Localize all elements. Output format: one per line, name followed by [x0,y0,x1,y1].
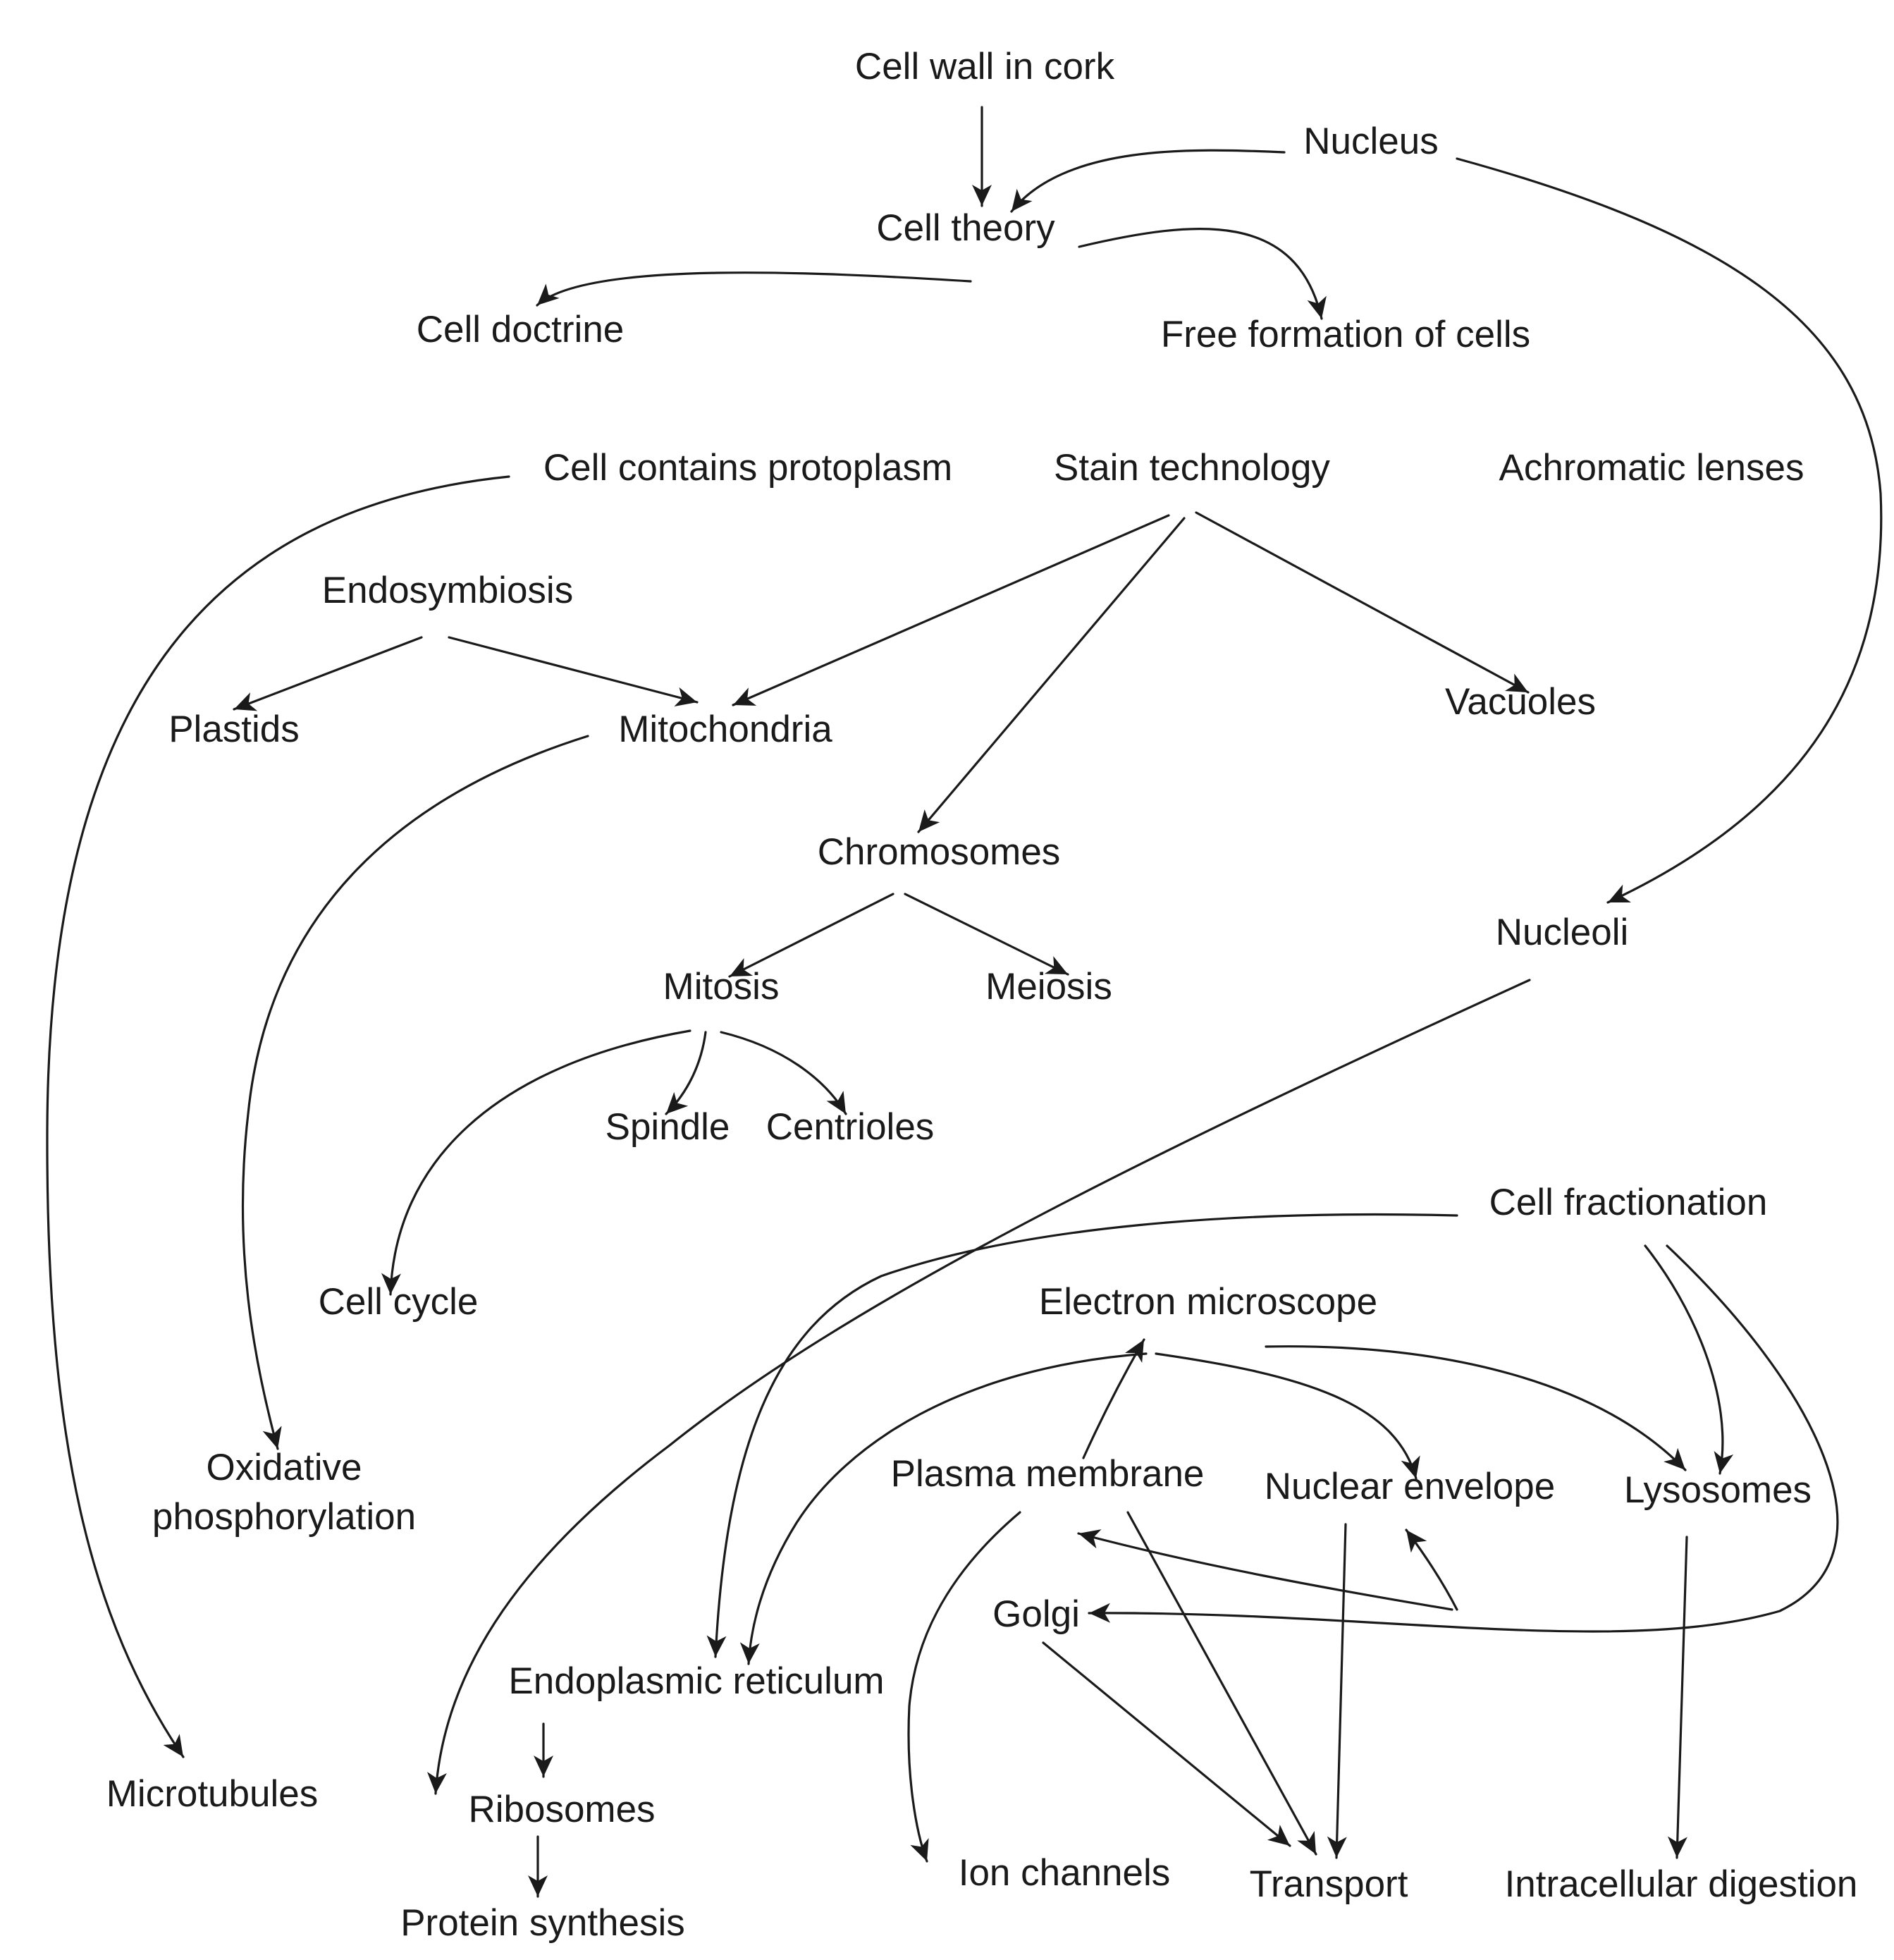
edge-fractionation-to-lysosomes [1644,1244,1734,1475]
edge-mitochondria-to-oxphos [241,735,589,1450]
edge-stain-to-vacuoles [1195,511,1530,694]
node-microtubules: Microtubules [106,1773,318,1815]
edge-nucleus-to-cell-theory [1010,149,1286,213]
node-nucleus: Nucleus [1303,121,1438,162]
edge-mitosis-to-cell-cycle [381,1029,691,1296]
edge-nucleus-to-nucleoli [1456,157,1883,904]
node-chromosomes: Chromosomes [818,831,1061,873]
edge-stain-to-chromosomes [917,517,1186,833]
node-cell-cycle: Cell cycle [319,1281,479,1323]
edge-em-to-golgi-uptick [1405,1529,1458,1611]
edge-plasma-membrane-to-transport [1126,1511,1317,1856]
edges [46,106,1883,1898]
edge-mitosis-to-centrioles [720,1031,847,1115]
edge-em-to-nuclear-envelope [1155,1352,1420,1480]
node-cell-wall-in-cork: Cell wall in cork [855,46,1115,87]
node-nuclear-envelope: Nuclear envelope [1265,1466,1555,1507]
nodes: Cell wall in cork Nucleus Cell theory Ce… [106,46,1858,1944]
node-free-formation-of-cells: Free formation of cells [1161,314,1530,355]
edge-em-to-er [739,1352,1148,1665]
node-lysosomes: Lysosomes [1624,1469,1812,1511]
node-cell-theory: Cell theory [876,207,1055,249]
edge-protoplasm-to-microtubules [46,475,510,1758]
edge-nucleoli-to-ribosomes [427,979,1531,1795]
node-achromatic-lenses: Achromatic lenses [1499,447,1804,489]
node-ribosomes: Ribosomes [468,1789,655,1830]
edge-fractionation-to-er [706,1213,1458,1658]
node-oxidative-phosphorylation-line2: phosphorylation [152,1496,416,1538]
edge-em-to-lysosomes [1265,1345,1687,1471]
node-mitochondria: Mitochondria [618,709,832,750]
edge-plasma-membrane-to-em [1082,1338,1145,1459]
node-nucleoli: Nucleoli [1496,912,1629,953]
edge-plasma-membrane-to-ion-channels [907,1511,1021,1863]
node-intracellular-digestion: Intracellular digestion [1505,1863,1858,1905]
edge-nuclear-envelope-to-transport [1327,1523,1347,1859]
edge-em-to-plasma-membrane [1077,1529,1453,1611]
edge-cell-theory-to-free-formation [1078,228,1327,320]
node-stain-technology: Stain technology [1054,447,1330,489]
node-golgi: Golgi [992,1593,1080,1635]
node-protein-synthesis: Protein synthesis [400,1902,685,1944]
node-endoplasmic-reticulum: Endoplasmic reticulum [508,1660,884,1702]
edge-endosymbiosis-to-plastids [233,636,423,711]
edge-lysosomes-to-digestion [1667,1536,1688,1859]
node-cell-contains-protoplasm: Cell contains protoplasm [543,447,952,489]
edge-cell-theory-to-cell-doctrine [536,271,972,307]
edge-chromosomes-to-meiosis [904,893,1069,976]
node-spindle: Spindle [605,1106,730,1148]
node-mitosis: Mitosis [663,966,780,1007]
edge-stain-to-mitochondria [732,514,1170,706]
node-electron-microscope: Electron microscope [1039,1281,1377,1323]
node-ion-channels: Ion channels [959,1852,1171,1894]
edge-chromosomes-to-mitosis [728,893,894,978]
edge-golgi-to-transport [1042,1641,1291,1847]
edge-mitosis-to-spindle [665,1031,707,1115]
edge-fractionation-to-golgi [1088,1244,1839,1633]
node-plastids: Plastids [168,709,300,750]
node-cell-doctrine: Cell doctrine [417,309,625,350]
node-centrioles: Centrioles [766,1106,935,1148]
node-vacuoles: Vacuoles [1445,681,1596,723]
node-meiosis: Meiosis [985,966,1112,1007]
node-oxidative-phosphorylation-line1: Oxidative [207,1447,362,1488]
edge-endosymbiosis-to-mitochondria [448,636,699,706]
node-transport: Transport [1250,1863,1408,1905]
node-plasma-membrane: Plasma membrane [891,1453,1205,1495]
node-cell-fractionation: Cell fractionation [1489,1182,1768,1223]
node-endosymbiosis: Endosymbiosis [322,570,573,611]
